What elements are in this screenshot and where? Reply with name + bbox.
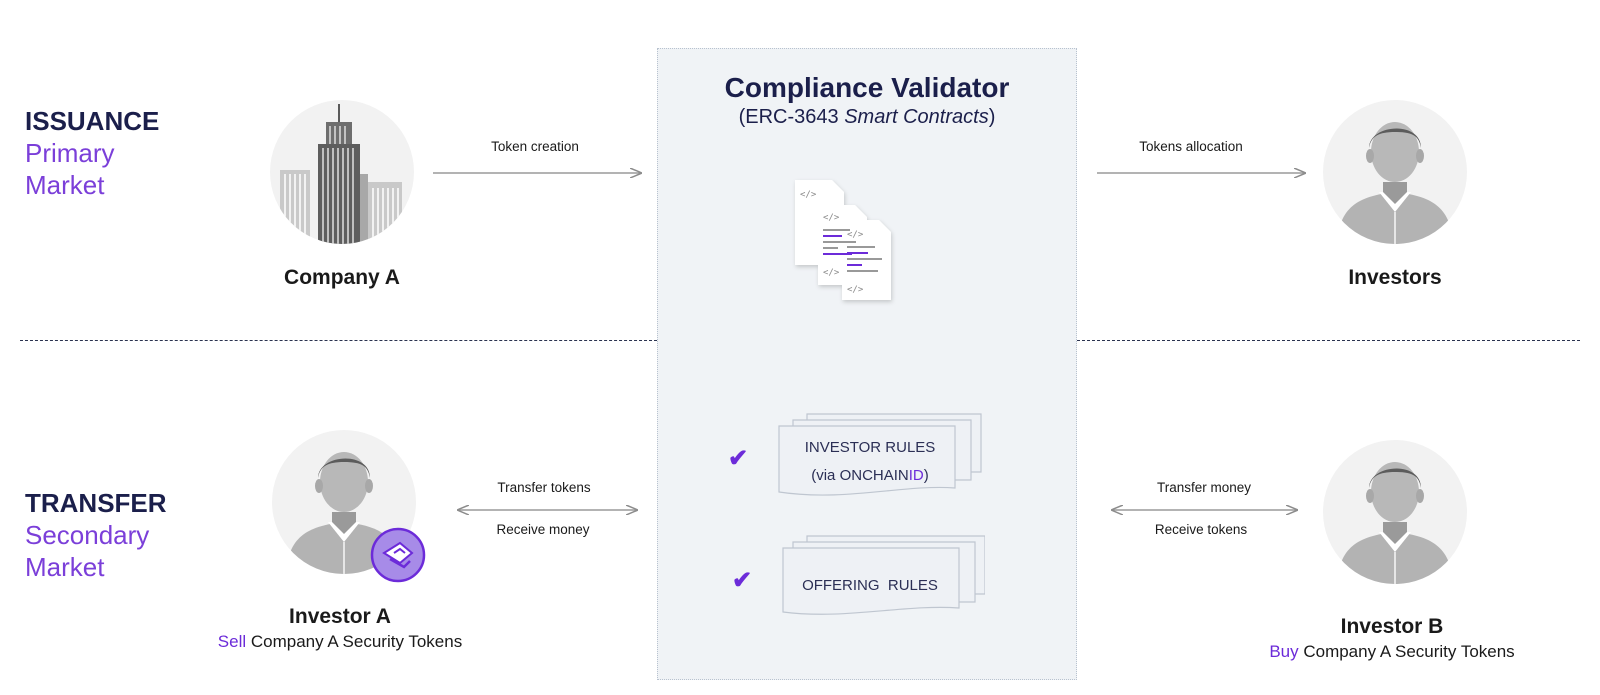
company-a-label: Company A <box>284 266 400 289</box>
subtitle-open: (ERC-3643 <box>738 106 845 128</box>
investor-rules-check-icon: ✔ <box>728 445 749 472</box>
issuance-subtitle-market: Market <box>25 170 105 200</box>
subtitle-italic: Smart Contracts <box>844 106 989 128</box>
left-transfer-bottom-label: Receive money <box>496 522 590 537</box>
investors-person-icon <box>1323 100 1467 244</box>
left-transfer-top-label: Transfer tokens <box>497 480 591 495</box>
investor-b-label: Investor B <box>1340 615 1444 638</box>
investor-rules-suffix: ) <box>923 467 929 484</box>
offering-rules-check-icon: ✔ <box>732 567 753 594</box>
transfer-title: TRANSFER <box>25 488 167 518</box>
investor-rules-card: INVESTOR RULES (via ONCHAINID) <box>780 434 960 490</box>
section-divider-left <box>20 340 657 341</box>
investors-label: Investors <box>1348 266 1442 289</box>
code-glyph-2: </> <box>823 213 840 223</box>
investor-a-action: Sell <box>217 632 247 651</box>
rules-stacks <box>778 413 985 615</box>
smart-contract-documents-icon: </> </> </> </> </> <box>795 180 891 300</box>
investor-a-description: Sell Company A Security Tokens <box>190 632 490 652</box>
issuance-subtitle-primary: Primary <box>25 138 115 168</box>
investor-rules-title: INVESTOR RULES <box>804 439 936 456</box>
right-transfer-bottom-label: Receive tokens <box>1154 522 1248 537</box>
investor-a-detail: Company A Security Tokens <box>246 632 463 651</box>
investor-a-label: Investor A <box>289 605 391 628</box>
code-glyph-1: </> <box>800 190 817 200</box>
investor-b-person-icon <box>1323 440 1467 584</box>
code-glyph-4: </> <box>847 230 864 240</box>
investor-rules-prefix: (via ONCHAIN <box>811 467 909 484</box>
right-transfer-top-label: Transfer money <box>1156 480 1252 495</box>
code-glyph-5: </> <box>847 285 864 295</box>
offering-rules-title: OFFERING RULES <box>802 577 938 594</box>
investor-b-action: Buy <box>1269 642 1299 661</box>
token-badge-icon <box>370 527 426 583</box>
section-divider-right <box>1077 340 1580 341</box>
compliance-validator-title: Compliance Validator <box>724 72 1010 103</box>
investor-b-description: Buy Company A Security Tokens <box>1242 642 1542 662</box>
code-glyph-3: </> <box>823 268 840 278</box>
subtitle-close: ) <box>988 106 996 128</box>
issuance-section-label: ISSUANCE Primary Market <box>25 105 159 201</box>
investor-rules-accent: ID <box>908 467 924 484</box>
token-creation-label: Token creation <box>491 139 579 154</box>
transfer-subtitle-secondary: Secondary <box>25 520 150 550</box>
tokens-allocation-label: Tokens allocation <box>1139 139 1243 154</box>
compliance-validator-subtitle: (ERC-3643 Smart Contracts) <box>657 106 1077 129</box>
investor-b-detail: Company A Security Tokens <box>1298 642 1515 661</box>
transfer-subtitle-market: Market <box>25 552 105 582</box>
issuance-title: ISSUANCE <box>25 106 160 136</box>
company-building-icon <box>270 100 414 244</box>
transfer-section-label: TRANSFER Secondary Market <box>25 487 167 583</box>
investor-rules-subtitle: (via ONCHAINID) <box>780 462 960 490</box>
